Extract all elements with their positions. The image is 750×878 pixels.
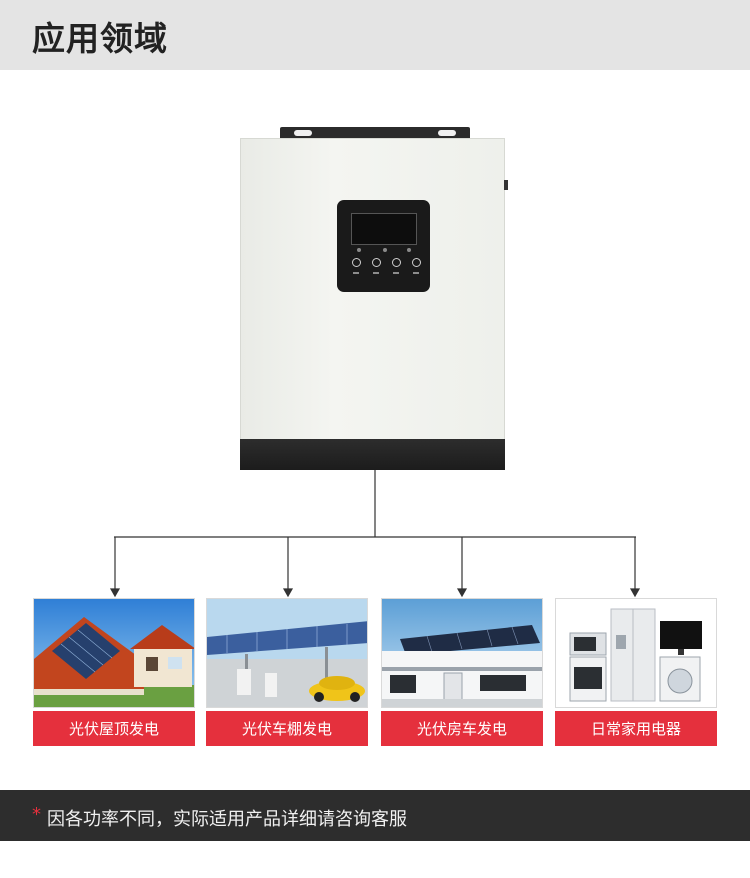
inverter-body [240,138,505,441]
mounting-bracket [280,127,470,141]
indicator-leds [355,248,415,254]
inverter-device-image [230,120,520,480]
application-label: 光伏房车发电 [381,711,543,746]
application-card-roof: 光伏屋顶发电 [33,598,195,746]
side-connector [504,180,508,190]
connector-lines [109,470,641,598]
footer-note-bar: * 因各功率不同，实际适用产品详细请咨询客服 [0,790,750,841]
section-header: 应用领域 [0,0,750,70]
application-card-carport: 光伏车棚发电 [206,598,368,746]
home-appliances-image [555,598,717,708]
solar-rv-image [381,598,543,708]
footer-note: 因各功率不同，实际适用产品详细请咨询客服 [47,809,407,830]
application-label: 光伏屋顶发电 [33,711,195,746]
section-title: 应用领域 [32,19,168,58]
inverter-base [240,439,505,470]
application-label: 日常家用电器 [555,711,717,746]
solar-carport-image [206,598,368,708]
panel-buttons [348,258,422,270]
button-captions [348,272,422,278]
control-panel [337,200,430,292]
application-card-appliances: 日常家用电器 [555,598,717,746]
asterisk-mark: * [32,804,41,825]
application-card-rv: 光伏房车发电 [381,598,543,746]
solar-roof-image [33,598,195,708]
lcd-screen [351,213,417,245]
application-label: 光伏车棚发电 [206,711,368,746]
